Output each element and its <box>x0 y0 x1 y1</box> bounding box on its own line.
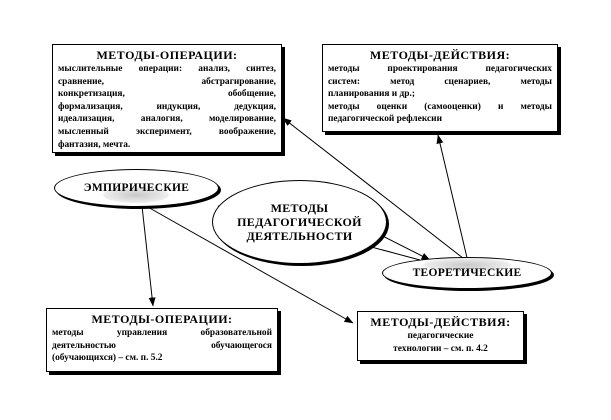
text-line: сравнение, абстрагирование, <box>58 76 276 87</box>
actions-empirical-text: педагогические технологии – см. п. 4.2 <box>363 330 518 355</box>
theoretical-ellipse: ТЕОРЕТИЧЕСКИЕ <box>382 257 552 289</box>
actions-empirical-box: МЕТОДЫ-ДЕЙСТВИЯ: педагогические технолог… <box>357 311 524 361</box>
actions-theory-text: методы проектирования педагогических сис… <box>328 63 552 126</box>
text-line: систем: метод сценариев, методы <box>328 76 552 87</box>
empirical-label: ЭМПИРИЧЕСКИЕ <box>83 182 190 194</box>
theoretical-label: ТЕОРЕТИЧЕСКИЕ <box>412 267 522 279</box>
text-line: методы проектирования педагогических <box>328 64 552 74</box>
text-line: фантазия, мечта. <box>58 139 131 150</box>
empirical-shading <box>103 187 169 203</box>
text-line: конкретизация, обобщение, <box>58 89 276 100</box>
text-line: планирования и др.; <box>328 89 415 100</box>
actions-theory-title: МЕТОДЫ-ДЕЙСТВИЯ: <box>369 48 511 62</box>
text-line: методы управления образовательной <box>52 328 272 338</box>
ops-theory-title: МЕТОДЫ-ОПЕРАЦИИ: <box>96 48 238 62</box>
text-line: деятельностью обучающегося <box>52 340 272 351</box>
theoretical-shading <box>423 258 511 272</box>
text-line: педагогической рефлексии <box>328 114 442 125</box>
center-ellipse: МЕТОДЫ ПЕДАГОГИЧЕСКОЙ ДЕЯТЕЛЬНОСТИ <box>212 180 387 264</box>
actions-empirical-title: МЕТОДЫ-ДЕЙСТВИЯ: <box>370 315 511 329</box>
arrow-theoretical-to-actions-theory <box>436 134 469 263</box>
center-line: ПЕДАГОГИЧЕСКОЙ <box>237 215 362 229</box>
actions-theory-box: МЕТОДЫ-ДЕЙСТВИЯ: методы проектирования п… <box>322 44 558 132</box>
arrow-empirical-to-actions-empirical <box>145 205 354 324</box>
text-line: формализация, индукция, дедукция, <box>58 101 276 112</box>
text-line: мысленный эксперимент, воображение, <box>58 126 276 137</box>
text-line: мыслительные операции: анализ, синтез, <box>58 64 276 74</box>
ops-empirical-text: методы управления образовательной деятел… <box>52 327 272 365</box>
text-line: идеализация, аналогия, моделирование, <box>58 114 276 125</box>
center-line: МЕТОДЫ <box>270 201 329 215</box>
text-line: педагогические <box>407 331 474 341</box>
empirical-ellipse: ЭМПИРИЧЕСКИЕ <box>54 169 219 207</box>
center-label: МЕТОДЫ ПЕДАГОГИЧЕСКОЙ ДЕЯТЕЛЬНОСТИ <box>237 201 362 243</box>
ops-theory-box: МЕТОДЫ-ОПЕРАЦИИ: мыслительные операции: … <box>52 44 282 153</box>
text-line: технологии – см. п. 4.2 <box>393 343 488 354</box>
ops-theory-text: мыслительные операции: анализ, синтез, с… <box>58 63 276 151</box>
ops-empirical-box: МЕТОДЫ-ОПЕРАЦИИ: методы управления образ… <box>46 308 278 372</box>
arrow-empirical-to-ops-empirical <box>141 205 156 307</box>
ops-empirical-title: МЕТОДЫ-ОПЕРАЦИИ: <box>91 312 233 326</box>
text-line: методы оценки (самооценки) и методы <box>328 101 552 112</box>
arrow-theoretical-to-ops-theory <box>282 117 469 263</box>
center-line: ДЕЯТЕЛЬНОСТИ <box>246 229 353 243</box>
text-line: (обучающихся) – см. п. 5.2 <box>52 353 163 364</box>
